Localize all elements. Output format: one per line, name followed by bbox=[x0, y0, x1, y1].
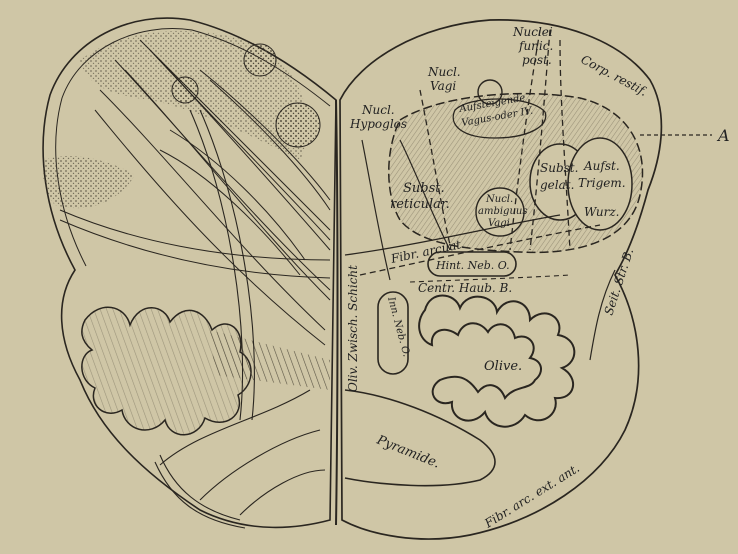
label-seit-str-b: Seit. Str. B. bbox=[602, 247, 637, 317]
left-lateral-stipple bbox=[43, 156, 135, 208]
label-nucl-ambiguus-1: Nucl. bbox=[485, 194, 513, 205]
label-aufst-trigem-2: Trigem. bbox=[578, 176, 626, 190]
left-nucleus-2 bbox=[276, 103, 320, 147]
label-nucl-vagi-1: Nucl. bbox=[427, 65, 461, 79]
label-pyramide: Pyramide. bbox=[374, 432, 442, 471]
label-subst-gelat-1: Subst. bbox=[540, 161, 578, 175]
label-subst-gelat-2: gelat. bbox=[540, 178, 574, 192]
label-nucl-ambiguus-3: Vagi bbox=[488, 218, 510, 229]
label-aufst-trigem-3: Wurz. bbox=[584, 205, 619, 219]
label-nuclei-funic-post-3: post. bbox=[522, 53, 552, 67]
label-corp-restif: Corp. restif. bbox=[579, 52, 650, 99]
label-nucl-vagi-2: Vagi bbox=[430, 79, 456, 93]
label-fibr-arc-ext-ant: Fibr. arc. ext. ant. bbox=[481, 461, 582, 531]
midline-raphe bbox=[336, 100, 338, 525]
hypoglos-line bbox=[362, 140, 390, 280]
left-nucleus-3 bbox=[244, 44, 276, 76]
label-contr-haub-b: Centr. Haub. B. bbox=[418, 281, 512, 295]
label-hint-neb-o: Hint. Neb. O. bbox=[435, 259, 510, 272]
label-subst-reticular-2: reticular. bbox=[390, 197, 450, 212]
label-nucl-hypoglos-2: Hypoglos bbox=[349, 117, 407, 131]
label-subst-reticular-1: Subst. bbox=[403, 181, 445, 196]
label-nucl-hypoglos-1: Nucl. bbox=[361, 103, 395, 117]
label-nucl-ambiguus-2: ambiguus bbox=[478, 206, 527, 217]
left-nucleus-1 bbox=[172, 77, 198, 103]
label-nuclei-funic-post-2: funic. bbox=[518, 39, 553, 53]
label-marker-a: A bbox=[716, 126, 730, 145]
label-oliv-zwisch-schicht: Oliv. Zwisch. Schicht bbox=[346, 265, 360, 392]
label-aufst-trigem-1: Aufst. bbox=[583, 159, 620, 173]
label-olive: Olive. bbox=[484, 359, 522, 374]
left-half-drawing bbox=[43, 18, 336, 528]
pyramid-outline bbox=[345, 390, 495, 486]
label-nuclei-funic-post-1: Nuclei bbox=[512, 25, 553, 39]
